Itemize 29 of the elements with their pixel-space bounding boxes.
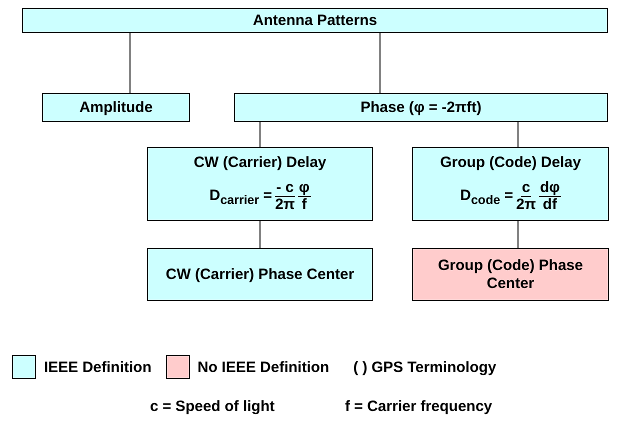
fraction-denominator: df <box>542 197 557 214</box>
definition-box <box>234 93 608 122</box>
box-title: Phase (φ = -2πft) <box>360 98 482 116</box>
fraction-denominator: 2π <box>516 197 536 214</box>
legend-text: No IEEE Definition <box>198 358 330 376</box>
fraction-denominator: 2π <box>275 197 295 214</box>
box-title: CW (Carrier) Delay <box>194 154 326 172</box>
formula-text: D$_{code}$ = <box>460 186 514 207</box>
definition-box <box>412 248 609 301</box>
box-title: CW (Carrier) Phase Center <box>166 266 354 284</box>
fraction-numerator: c <box>520 180 532 198</box>
fraction-numerator: dφ <box>538 180 561 198</box>
box-title: Group (Code) Phase Center <box>436 257 584 292</box>
formula-text: D$_{carrier}$ = <box>209 186 272 207</box>
note-text: f = Carrier frequency <box>345 398 492 415</box>
note-text: ( ) GPS Terminology <box>353 358 496 376</box>
definition-box <box>412 147 609 221</box>
fraction-numerator: φ <box>298 180 311 198</box>
definition-box <box>22 8 608 33</box>
box-title: Amplitude <box>79 98 153 116</box>
legend-text: IEEE Definition <box>44 358 152 376</box>
fraction-denominator: f <box>302 197 307 214</box>
definition-box <box>147 147 373 221</box>
definition-box <box>147 248 373 301</box>
note-text: c = Speed of light <box>150 398 275 415</box>
box-title: Group (Code) Delay <box>440 154 581 172</box>
fraction-numerator: - c <box>275 180 295 198</box>
box-title: Antenna Patterns <box>252 12 378 30</box>
definition-box <box>42 93 190 122</box>
